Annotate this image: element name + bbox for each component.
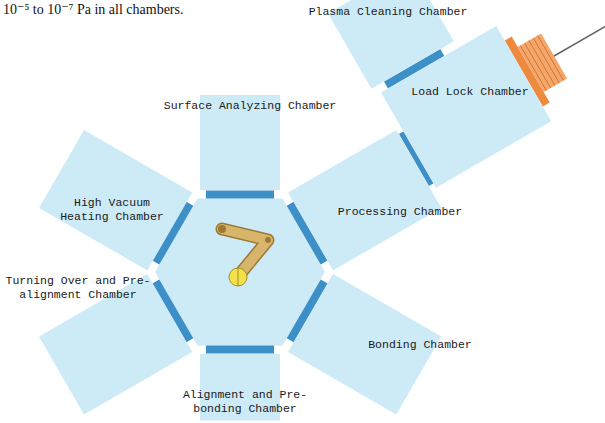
chamber-label-box: Load Lock Chamber [411, 85, 528, 99]
bellows-fold [538, 36, 564, 81]
transfer-rod [552, 11, 605, 57]
chamber-label-box: Turning Over and Pre-alignment Chamber [2, 274, 154, 302]
chamber-label-box: Alignment and Pre-bonding Chamber [176, 388, 314, 416]
transfer-robot [218, 225, 271, 286]
chamber: High Vacuum Heating Chamber [39, 130, 192, 270]
pressure-note: 10⁻⁵ to 10⁻⁷ Pa in all chambers. [3, 1, 183, 18]
chamber-label-box: Plasma Cleaning Chamber [309, 5, 468, 19]
chamber-name: Plasma Cleaning Chamber [309, 5, 468, 19]
chamber: Alignment and Pre-bonding Chamber [200, 354, 280, 420]
bellows-fold [533, 38, 559, 83]
chamber-name: Alignment and Pre-bonding Chamber [176, 388, 314, 416]
chamber-label-box: Processing Chamber [338, 205, 462, 219]
chamber-name: Processing Chamber [338, 205, 462, 219]
gate-valve [206, 190, 274, 198]
chamber-body [39, 130, 192, 270]
chamber: Turning Over and Pre-alignment Chamber [39, 274, 192, 414]
chamber: Bonding Chamber [288, 274, 441, 414]
chamber-name: Surface Analyzing Chamber [164, 99, 337, 113]
chamber-label-box: High Vacuum Heating Chamber [57, 196, 167, 224]
chamber-label-box: Surface Analyzing Chamber [164, 99, 337, 113]
chamber-name: High Vacuum Heating Chamber [57, 196, 167, 224]
chamber-name: Load Lock Chamber [411, 85, 528, 99]
chamber-outline [288, 130, 441, 270]
chamber-label-box: Bonding Chamber [368, 338, 472, 352]
chamber-name: Bonding Chamber [368, 338, 472, 352]
note-box: 10⁻⁵ to 10⁻⁷ Pa in all chambers. [3, 1, 183, 18]
chamber-name: Turning Over and Pre-alignment Chamber [2, 274, 154, 302]
chamber: Processing Chamber [288, 130, 441, 270]
gate-valve [206, 346, 274, 354]
bellows-fold [525, 43, 551, 88]
bellows-fold [529, 41, 555, 86]
chamber: Surface Analyzing Chamber [200, 95, 280, 190]
chamber-body [288, 130, 441, 270]
